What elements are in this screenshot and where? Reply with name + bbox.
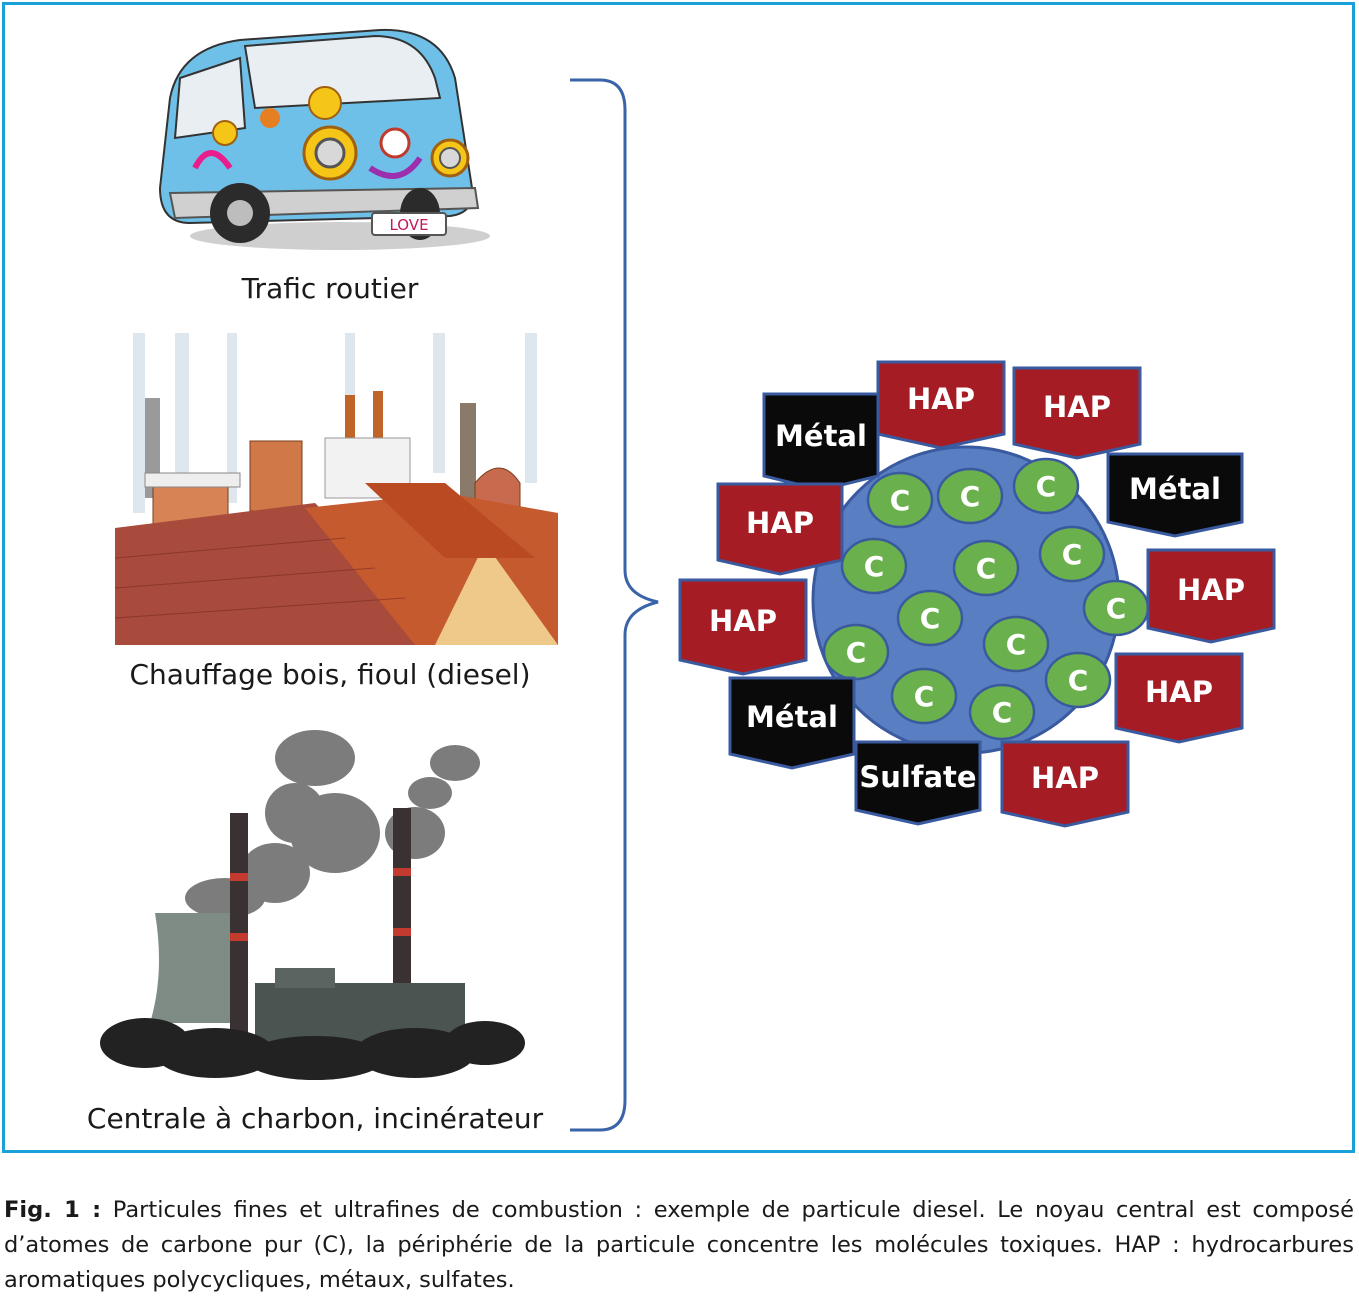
source-label-coal: Centrale à charbon, incinérateur [86, 1102, 544, 1135]
tag-label: HAP [746, 506, 814, 540]
tag-hap: HAP [1146, 548, 1276, 644]
carbon-atom: C [936, 467, 1004, 525]
van-license-plate: LOVE [389, 216, 428, 234]
carbon-label: C [1006, 628, 1027, 661]
carbon-atom: C [982, 615, 1050, 673]
curly-brace [570, 78, 659, 1132]
carbon-label: C [960, 480, 981, 513]
tag-label: HAP [907, 382, 975, 416]
carbon-label: C [920, 602, 941, 635]
tag-label: HAP [1177, 573, 1245, 607]
tag-label: Métal [746, 700, 838, 734]
tag-hap: HAP [1012, 366, 1142, 460]
figure-frame [2, 2, 1355, 1153]
tag-metal: Métal [1106, 452, 1244, 538]
hippie-van-icon: LOVE [158, 28, 490, 250]
tag-metal: Métal [728, 676, 856, 770]
caption-text: Particules fines et ultrafines de combus… [4, 1197, 1354, 1293]
tag-label: Métal [1129, 472, 1221, 506]
tag-hap: HAP [1114, 652, 1244, 744]
rooftops-chimneys-icon [115, 333, 558, 645]
carbon-atom: C [866, 471, 934, 529]
carbon-atom: C [840, 537, 908, 595]
tag-metal: Sulfate [854, 740, 982, 826]
coal-power-plant-icon [100, 730, 525, 1080]
carbon-label: C [1068, 664, 1089, 697]
caption-prefix: Fig. 1 : [4, 1197, 102, 1223]
tag-label: Sulfate [859, 760, 976, 794]
tag-label: HAP [1145, 675, 1213, 709]
source-label-traffic: Trafic routier [241, 272, 419, 305]
carbon-atom: C [968, 683, 1036, 741]
source-label-heating: Chauffage bois, fioul (diesel) [129, 658, 531, 691]
carbon-label: C [846, 636, 867, 669]
figure-caption: Fig. 1 : Particules fines et ultrafines … [4, 1193, 1354, 1298]
carbon-atom: C [1038, 525, 1106, 583]
tag-hap: HAP [876, 360, 1006, 450]
carbon-label: C [890, 484, 911, 517]
carbon-label: C [1062, 538, 1083, 571]
carbon-atom: C [952, 539, 1020, 597]
carbon-label: C [914, 680, 935, 713]
carbon-label: C [1036, 470, 1057, 503]
carbon-atom: C [822, 623, 890, 681]
carbon-atom: C [1082, 579, 1150, 637]
carbon-atom: C [890, 667, 958, 725]
carbon-atom: C [1012, 457, 1080, 515]
tag-metal: Métal [762, 392, 880, 492]
carbon-label: C [864, 550, 885, 583]
tag-label: HAP [709, 604, 777, 638]
carbon-atom: C [896, 589, 964, 647]
carbon-label: C [1106, 592, 1127, 625]
tag-label: Métal [775, 419, 867, 453]
carbon-atom: C [1044, 651, 1112, 709]
carbon-label: C [992, 696, 1013, 729]
tag-hap: HAP [678, 578, 808, 676]
tag-hap: HAP [1000, 740, 1130, 828]
tag-label: HAP [1043, 390, 1111, 424]
tag-label: HAP [1031, 761, 1099, 795]
tag-hap: HAP [716, 482, 844, 576]
carbon-label: C [976, 552, 997, 585]
